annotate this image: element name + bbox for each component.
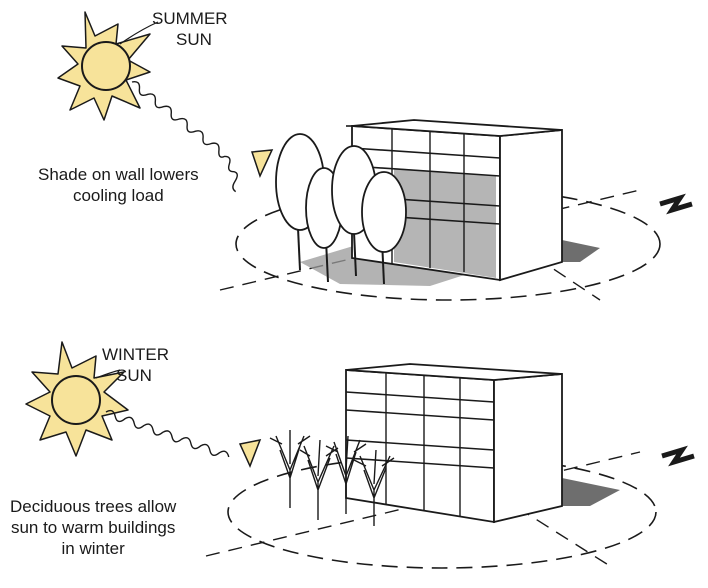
summer-caption-line2: cooling load (72, 186, 164, 205)
tree-icon (269, 430, 311, 508)
winter-sun-label-line1: WINTER (102, 345, 170, 364)
north-arrow-icon (661, 445, 695, 467)
winter-sun-label: WINTER SUN (102, 344, 169, 386)
sun-ray-arrowhead (250, 149, 274, 179)
summer-sun-label-line1: SUMMER (152, 9, 228, 28)
tree-icon (299, 439, 339, 520)
sun-ray-squiggle (131, 80, 238, 193)
ground-axis (419, 445, 611, 567)
label-leader-line (95, 369, 121, 379)
tree-icon (353, 449, 395, 526)
sun-icon (57, 11, 151, 121)
winter-caption-line1: Deciduous trees allow (10, 497, 177, 516)
ground-axis (205, 451, 641, 557)
winter-caption-line3: in winter (61, 539, 125, 558)
sun-ray-arrowhead (238, 438, 262, 468)
summer-panel (57, 11, 693, 301)
summer-sun-label: SUMMER SUN (152, 8, 228, 50)
winter-sun-label-line2: SUN (116, 366, 152, 385)
building-shadow (562, 240, 600, 262)
tree-icon (325, 435, 367, 514)
label-leader-line (119, 21, 159, 45)
north-arrow-icon (659, 193, 693, 215)
winter-caption: Deciduous trees allow sun to warm buildi… (10, 496, 176, 559)
tree-icon (361, 171, 407, 285)
sun-icon (25, 341, 129, 457)
summer-caption: Shade on wall lowers cooling load (38, 164, 199, 206)
winter-panel (25, 341, 695, 569)
building-shadow (562, 478, 620, 506)
sun-ray-squiggle (105, 409, 230, 458)
winter-caption-line2: sun to warm buildings (10, 518, 176, 537)
summer-sun-label-line2: SUN (176, 30, 212, 49)
summer-caption-line1: Shade on wall lowers (38, 165, 199, 184)
ground-ellipse (227, 455, 657, 569)
building-icon (345, 363, 563, 524)
